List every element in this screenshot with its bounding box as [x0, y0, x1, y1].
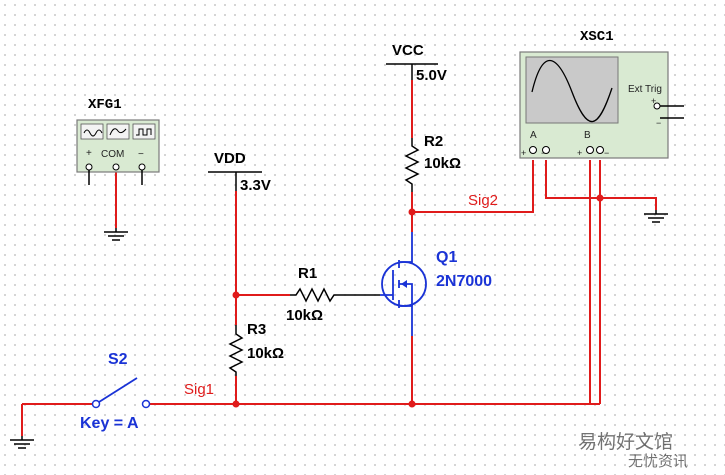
r2-label: R2	[424, 133, 443, 150]
triangle-wave-icon	[109, 128, 127, 136]
junction-sig1	[232, 400, 240, 408]
xfg1-com-label: COM	[101, 149, 124, 160]
ground-symbol-left	[10, 436, 34, 449]
q1-drain-lead	[400, 232, 413, 263]
r3-zigzag	[228, 325, 244, 376]
xsc1-b-plus: +	[577, 148, 582, 158]
oscilloscope-xsc1[interactable]: XSC1 Ext Trig + − A B + − + −	[519, 29, 684, 159]
s2-blade	[98, 377, 138, 403]
wire-sig2	[412, 160, 534, 213]
xsc1-b-minus-terminal[interactable]	[596, 146, 604, 154]
xsc1-channel-a-label: A	[530, 130, 537, 141]
junction-scope-b	[596, 194, 604, 202]
xfg1-label: XFG1	[88, 97, 122, 113]
xfg1-minus-terminal[interactable]	[138, 163, 146, 171]
ground-symbol-xfg1	[104, 228, 128, 241]
watermark-line1: 易构好文馆	[578, 431, 673, 453]
resistor-r3[interactable]: R3 10kΩ	[228, 321, 284, 376]
vcc-value: 5.0V	[416, 67, 447, 84]
vdd-label: VDD	[214, 150, 246, 167]
q1-source-lead	[400, 305, 413, 336]
xsc1-ext-plus: +	[651, 96, 656, 106]
q1-part: 2N7000	[436, 273, 492, 290]
s2-label: S2	[108, 351, 128, 368]
q1-label: Q1	[436, 249, 457, 266]
junction-vdd-r1	[232, 291, 240, 299]
xsc1-channel-b-label: B	[584, 130, 591, 141]
ground-symbol-scope	[644, 210, 668, 223]
q1-body-link	[399, 283, 413, 306]
wires	[21, 80, 657, 436]
xsc1-ext-minus: −	[656, 118, 661, 128]
junction-source	[408, 400, 416, 408]
vdd-source[interactable]: VDD 3.3V	[208, 150, 271, 194]
q1-arrow-icon	[401, 280, 407, 288]
s2-contact-right	[141, 399, 151, 409]
mosfet-q1[interactable]: Q1 2N7000	[380, 232, 492, 336]
resistor-r1[interactable]: R1 10kΩ	[286, 265, 380, 324]
s2-key-label: Key = A	[80, 415, 139, 432]
xsc1-a-plus-terminal[interactable]	[529, 146, 537, 154]
xfg1-plus-terminal[interactable]	[85, 163, 93, 171]
xsc1-b-plus-terminal[interactable]	[586, 146, 594, 154]
sine-wave-icon	[83, 129, 103, 137]
vdd-value: 3.3V	[240, 177, 271, 194]
r3-value: 10kΩ	[247, 345, 284, 362]
vcc-rail-symbol	[386, 63, 438, 80]
resistor-r2[interactable]: R2 10kΩ	[404, 133, 461, 192]
xsc1-screen	[525, 56, 619, 124]
xsc1-a-plus: +	[521, 148, 526, 158]
switch-s2[interactable]: S2 Key = A	[80, 351, 151, 432]
xfg1-terminal-leads	[88, 170, 143, 185]
xsc1-ext-leads	[660, 105, 684, 119]
junctions	[232, 194, 604, 408]
watermark: 易构好文馆 无忧资讯	[578, 431, 688, 470]
square-wave-icon	[136, 128, 152, 136]
xsc1-ext-trig-terminal[interactable]	[653, 102, 661, 110]
r2-value: 10kΩ	[424, 155, 461, 172]
r1-label: R1	[298, 265, 317, 282]
xsc1-label: XSC1	[580, 29, 614, 45]
q1-gate	[380, 270, 394, 300]
sine-wave-button[interactable]	[80, 123, 104, 140]
vcc-label: VCC	[392, 42, 424, 59]
square-wave-button[interactable]	[132, 123, 156, 140]
xfg1-minus-label: −	[138, 149, 144, 160]
junction-sig2	[408, 208, 416, 216]
xfg1-com-terminal[interactable]	[112, 163, 120, 171]
xsc1-ext-trig-label: Ext Trig	[628, 84, 662, 95]
r2-zigzag	[404, 138, 420, 192]
vdd-rail-symbol	[208, 171, 262, 191]
xsc1-a-minus-terminal[interactable]	[542, 146, 550, 154]
r3-label: R3	[247, 321, 266, 338]
xsc1-b-minus: −	[604, 148, 609, 158]
xfg1-plus-label: +	[86, 148, 92, 159]
net-label-sig1: Sig1	[184, 381, 214, 398]
xsc1-waveform	[531, 60, 613, 123]
net-label-sig2: Sig2	[468, 192, 498, 209]
r1-zigzag	[290, 287, 380, 303]
vcc-source[interactable]: VCC 5.0V	[386, 42, 447, 84]
s2-contact-left	[91, 399, 101, 409]
function-generator-xfg1[interactable]: XFG1 + COM −	[76, 97, 160, 185]
r1-value: 10kΩ	[286, 307, 323, 324]
watermark-line2: 无忧资讯	[628, 452, 688, 470]
